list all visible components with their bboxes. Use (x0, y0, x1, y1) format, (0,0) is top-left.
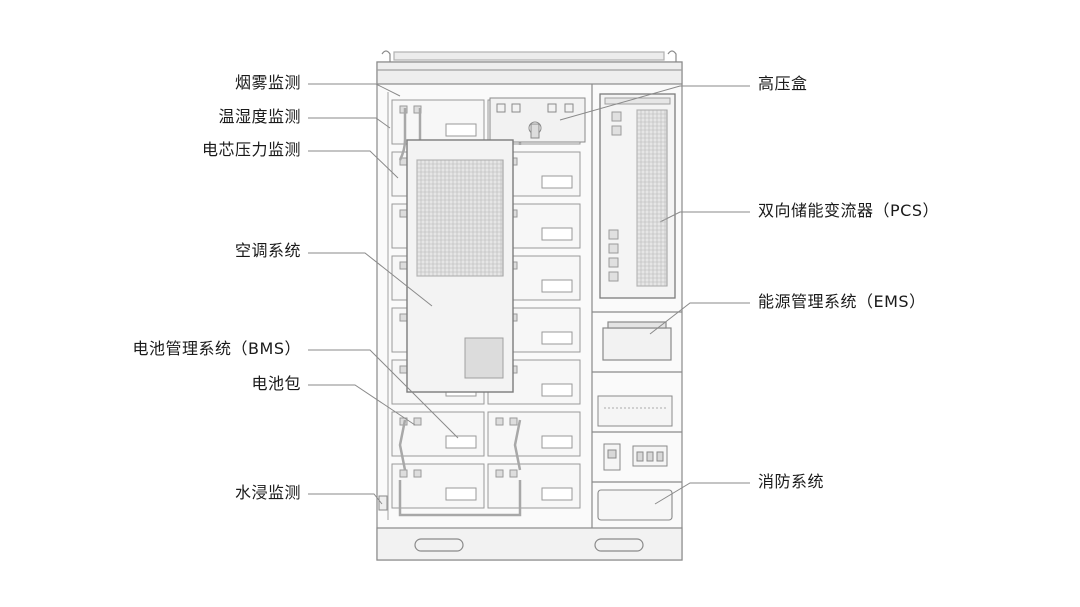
label-cell-pressure: 电芯压力监测 (201, 140, 301, 159)
battery-pack-slot (391, 463, 485, 509)
breaker-panel (592, 395, 682, 483)
lifting-hook-right (667, 50, 677, 62)
cable (398, 419, 407, 471)
forklift-slot-right (594, 538, 644, 552)
leader-line-air-conditioning (308, 252, 433, 307)
battery-pack-slot (487, 411, 581, 457)
label-pcs: 双向储能变流器（PCS） (758, 201, 939, 220)
leader-line-battery-pack (308, 384, 416, 426)
grille-mesh (416, 159, 503, 277)
label-temp-humidity: 温湿度监测 (218, 107, 301, 126)
high-voltage-box-unit (489, 97, 586, 143)
battery-pack-slot (391, 99, 485, 145)
cabinet-base (376, 527, 683, 561)
water-immersion-sensor (378, 495, 388, 511)
leader-line-pcs (659, 211, 750, 223)
leader-line-water-immersion (308, 493, 383, 505)
leader-line-bms (308, 349, 459, 439)
label-fire-protection: 消防系统 (758, 472, 825, 491)
label-air-conditioning: 空调系统 (234, 241, 301, 260)
cable (513, 419, 522, 471)
cabinet-top-cap (376, 61, 683, 85)
label-water-immersion: 水浸监测 (234, 483, 301, 502)
air-conditioner-unit (406, 139, 514, 393)
battery-pack-slot (487, 463, 581, 509)
leader-line-ems (649, 302, 750, 335)
leader-line-smoke (308, 83, 401, 97)
forklift-slot-left (414, 538, 464, 552)
label-smoke: 烟雾监测 (234, 73, 301, 92)
label-high-voltage-box: 高压盒 (758, 74, 808, 93)
ac-grille (416, 159, 504, 277)
cable (398, 108, 407, 161)
label-bms: 电池管理系统（BMS） (132, 339, 301, 358)
label-battery-pack: 电池包 (251, 374, 301, 393)
lifting-hook-left (381, 50, 391, 62)
ac-filter (464, 337, 504, 379)
pcs-unit (599, 93, 676, 299)
cable (398, 480, 522, 517)
grille-mesh (636, 109, 667, 287)
top-vent-strip (393, 51, 665, 61)
leader-line-cell-pressure (308, 150, 399, 179)
leader-line-fire-protection (654, 482, 750, 505)
fire-protection-unit (597, 489, 673, 521)
ems-unit (592, 311, 682, 373)
label-ems: 能源管理系统（EMS） (758, 292, 926, 311)
leader-line-temp-humidity (308, 117, 391, 129)
leader-line-high-voltage-box (559, 85, 750, 121)
leader-lines (308, 83, 750, 505)
